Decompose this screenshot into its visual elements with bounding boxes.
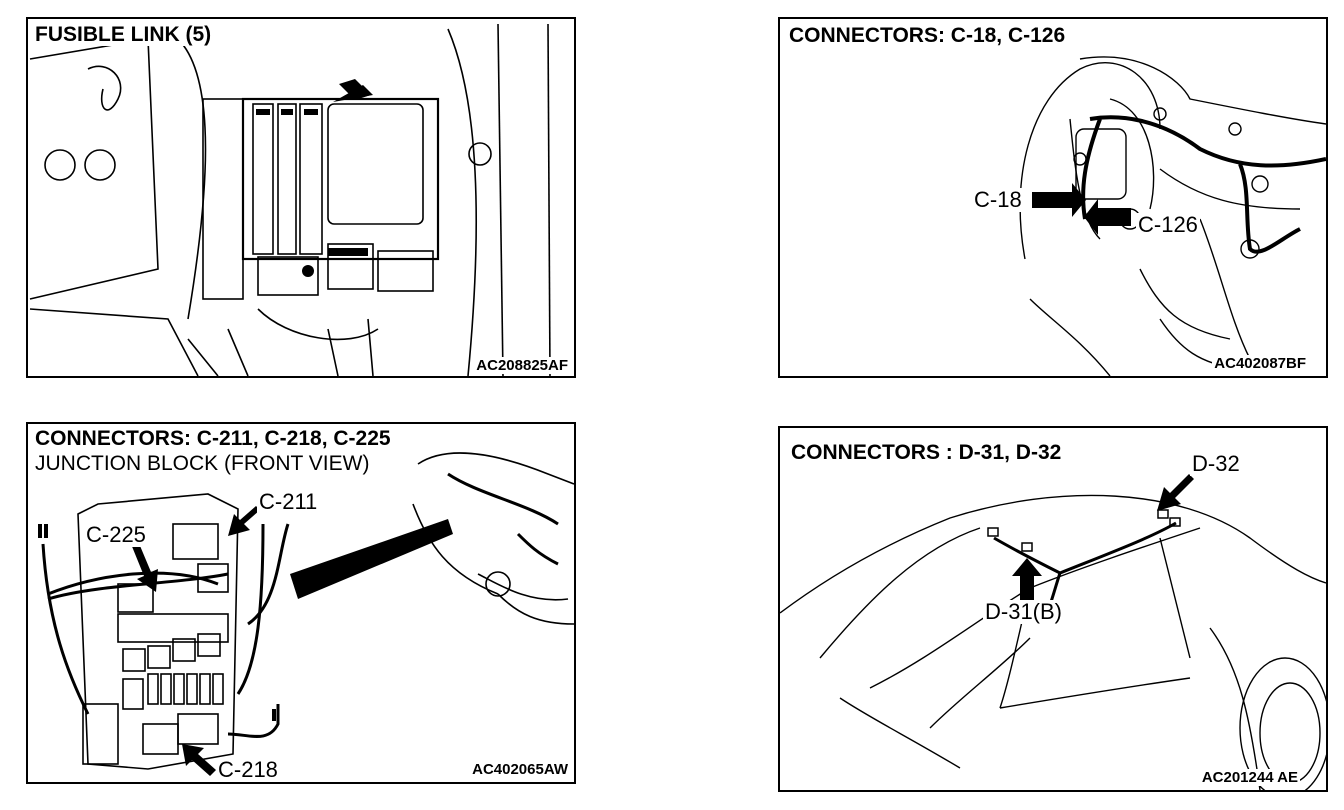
label-c126: C-126	[1136, 212, 1200, 237]
label-c211: C-211	[257, 489, 320, 514]
label-c225: C-225	[84, 522, 148, 547]
label-c18: C-18	[972, 187, 1024, 212]
junction-block-illustration	[38, 452, 574, 776]
figure-code: AC201244 AE	[1199, 769, 1300, 786]
connectors-d31-d32-panel: CONNECTORS : D-31, D-32 D-32 D-31(B) AC2…	[778, 426, 1328, 792]
connectors-c18-c126-panel: CONNECTORS: C-18, C-126 C-18 C-126 AC402…	[778, 17, 1328, 378]
dashboard-harness-illustration	[1019, 56, 1326, 376]
fusible-link-panel: FUSIBLE LINK (5) AC208825AF	[26, 17, 576, 378]
label-d32: D-32	[1190, 451, 1242, 476]
fusible-link-illustration	[29, 23, 551, 376]
junction-block-panel: CONNECTORS: C-211, C-218, C-225 JUNCTION…	[26, 422, 576, 784]
figure-code: AC402065AW	[470, 761, 570, 778]
figure-code: AC402087BF	[1212, 355, 1308, 372]
panel-title: FUSIBLE LINK (5)	[32, 24, 215, 46]
label-d31: D-31(B)	[983, 599, 1065, 624]
figure-code: AC208825AF	[474, 357, 570, 374]
label-c218: C-218	[216, 757, 280, 782]
panel-subtitle: JUNCTION BLOCK (FRONT VIEW)	[32, 453, 373, 475]
panel-title: CONNECTORS : D-31, D-32	[788, 442, 1065, 464]
panel-title: CONNECTORS: C-18, C-126	[786, 25, 1069, 47]
panel-title: CONNECTORS: C-211, C-218, C-225	[32, 428, 394, 450]
vehicle-roof-illustration	[780, 474, 1326, 790]
